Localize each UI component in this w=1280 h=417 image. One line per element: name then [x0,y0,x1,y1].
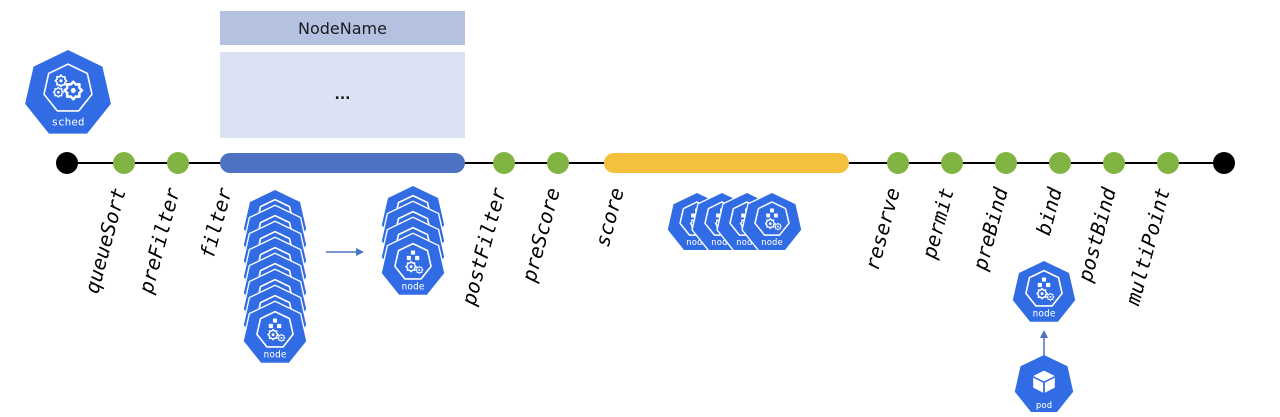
scheduler-label: sched [51,116,84,129]
filter-arrow-head [356,248,364,256]
extension-point-label-preScore: preScore [516,185,564,285]
pod-icon: pod [1014,355,1074,412]
bind-node-icon: node [1011,259,1077,324]
extension-point-label-reserve: reserve [860,185,905,273]
pod-label: pod [1036,401,1052,411]
extension-point-dot [167,152,189,174]
nodename-content: ... [220,52,465,138]
extension-point-dot [113,152,135,174]
extension-point-dot [547,152,569,174]
node-label: node [686,238,708,248]
extension-point-label-multiPoint: multiPoint [1120,185,1175,308]
extension-point-label-preFilter: preFilter [133,185,184,297]
extension-point-label-score: score [590,185,629,249]
score-bar [604,153,849,173]
filter-input-node-icon: node [242,300,308,365]
extension-point-label-queueSort: queueSort [80,185,131,296]
extension-point-dot [1157,152,1179,174]
node-label: node [401,282,424,293]
node-label: node [761,238,783,248]
node-label: node [263,350,286,361]
node-label: node [1032,309,1055,320]
extension-point-dot [941,152,963,174]
extension-point-dot [1049,152,1071,174]
bind-arrow-head [1040,330,1048,338]
extension-point-dot [1103,152,1125,174]
score-node-icon: node [741,191,803,252]
extension-point-label-filter: filter [195,185,237,261]
timeline-start [56,152,78,174]
extension-point-label-postFilter: postFilter [456,185,511,308]
extension-point-label-postBind: postBind [1072,184,1121,285]
node-label: node [736,238,758,248]
timeline-end [1213,152,1235,174]
extension-point-label-permit: permit [917,185,959,262]
extension-point-label-bind: bind [1031,184,1067,238]
nodename-header: NodeName [220,11,465,45]
extension-point-dot [493,152,515,174]
extension-point-dot [887,152,909,174]
filter-output-node-icon: node [380,232,446,297]
extension-point-dot [995,152,1017,174]
scheduler-icon: sched [25,50,111,134]
filter-bar [220,153,465,173]
extension-point-label-preBind: preBind [968,184,1014,274]
node-label: node [711,238,733,248]
